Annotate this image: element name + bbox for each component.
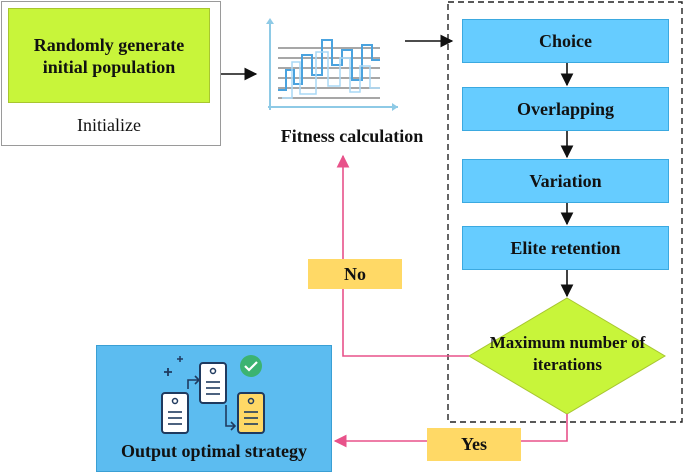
check-badge-icon <box>240 355 262 377</box>
output-strategy-label: Output optimal strategy <box>121 441 307 461</box>
step-elite-retention: Elite retention <box>462 226 669 270</box>
loop-arrow-yes <box>333 414 568 448</box>
process-container <box>447 1 683 423</box>
no-flag: No <box>308 259 402 289</box>
initialize-label: Initialize <box>77 115 141 135</box>
fitness-chart-icon <box>266 18 398 111</box>
loop-arrow-no <box>336 154 469 357</box>
yes-flag: Yes <box>427 428 521 461</box>
step-variation: Variation <box>462 159 669 203</box>
random-population-box: Randomly generate initial population <box>8 8 210 103</box>
decision-label: Maximum number of iterations <box>489 333 646 374</box>
fitness-calculation-label: Fitness calculation <box>280 126 424 146</box>
step-choice: Choice <box>462 19 669 63</box>
server-flow-icon <box>161 356 265 434</box>
step-overlapping: Overlapping <box>462 87 669 131</box>
